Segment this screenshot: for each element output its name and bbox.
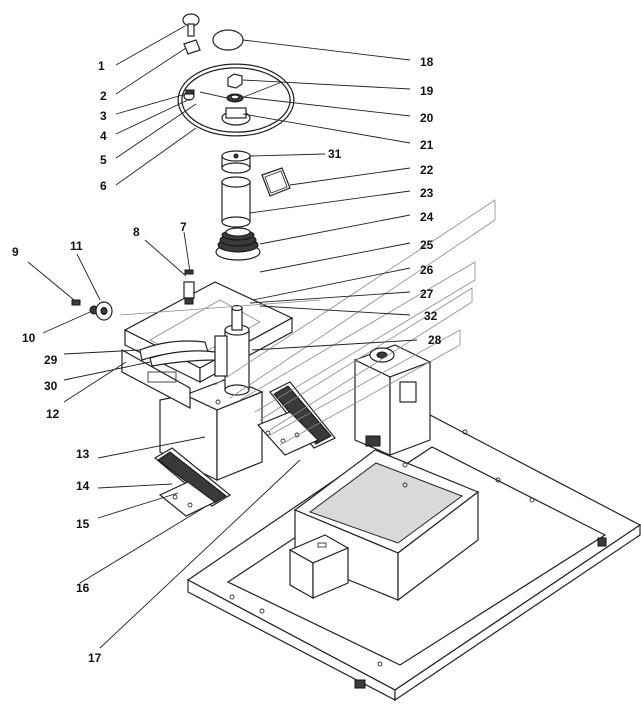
- callout-7: 7: [180, 220, 187, 234]
- callout-4: 4: [100, 129, 107, 143]
- callout-10: 10: [22, 331, 36, 345]
- top-cap: [221, 150, 251, 174]
- callout-8: 8: [133, 225, 140, 239]
- callout-12: 12: [46, 407, 60, 421]
- callout-2: 2: [100, 89, 107, 103]
- callout-labels: 1 2 3 4 5 6 7 8 9 10 11 12 13 14 15 16 1…: [12, 55, 442, 665]
- callout-21: 21: [420, 138, 434, 152]
- callout-13: 13: [76, 447, 90, 461]
- sleeve: [221, 176, 251, 228]
- leader-lines: [27, 25, 418, 649]
- callout-1: 1: [98, 59, 105, 73]
- callout-19: 19: [420, 84, 434, 98]
- steering-wheel: [177, 63, 295, 137]
- callout-25: 25: [420, 238, 434, 252]
- rear-post: [353, 344, 432, 456]
- callout-15: 15: [76, 517, 90, 531]
- bolt-assembly: [183, 269, 195, 305]
- callout-3: 3: [100, 109, 107, 123]
- callout-20: 20: [420, 111, 434, 125]
- square-bracket: [261, 167, 291, 197]
- callout-27: 27: [420, 287, 434, 301]
- knob-parts: [182, 13, 244, 101]
- callout-24: 24: [420, 210, 434, 224]
- callout-11: 11: [70, 239, 83, 253]
- left-pedal: [153, 447, 232, 517]
- hydraulic-cylinder: [214, 304, 250, 396]
- small-fasteners: [71, 299, 113, 321]
- callout-29: 29: [44, 353, 58, 367]
- callout-32: 32: [424, 309, 438, 323]
- right-pedal: [256, 381, 336, 456]
- callout-17: 17: [88, 651, 102, 665]
- callout-31: 31: [328, 147, 342, 161]
- callout-9: 9: [12, 245, 19, 259]
- hub-nut: [226, 73, 244, 103]
- callout-16: 16: [76, 581, 90, 595]
- callout-30: 30: [44, 379, 58, 393]
- callout-6: 6: [100, 179, 107, 193]
- callout-22: 22: [420, 163, 434, 177]
- callout-14: 14: [76, 479, 90, 493]
- callout-18: 18: [420, 55, 434, 69]
- callout-23: 23: [420, 186, 434, 200]
- callout-28: 28: [428, 333, 442, 347]
- callout-26: 26: [420, 263, 434, 277]
- bellows-spring: [215, 227, 261, 261]
- battery-block: [288, 534, 350, 600]
- ghost-rods: [119, 199, 496, 446]
- callout-5: 5: [100, 153, 107, 167]
